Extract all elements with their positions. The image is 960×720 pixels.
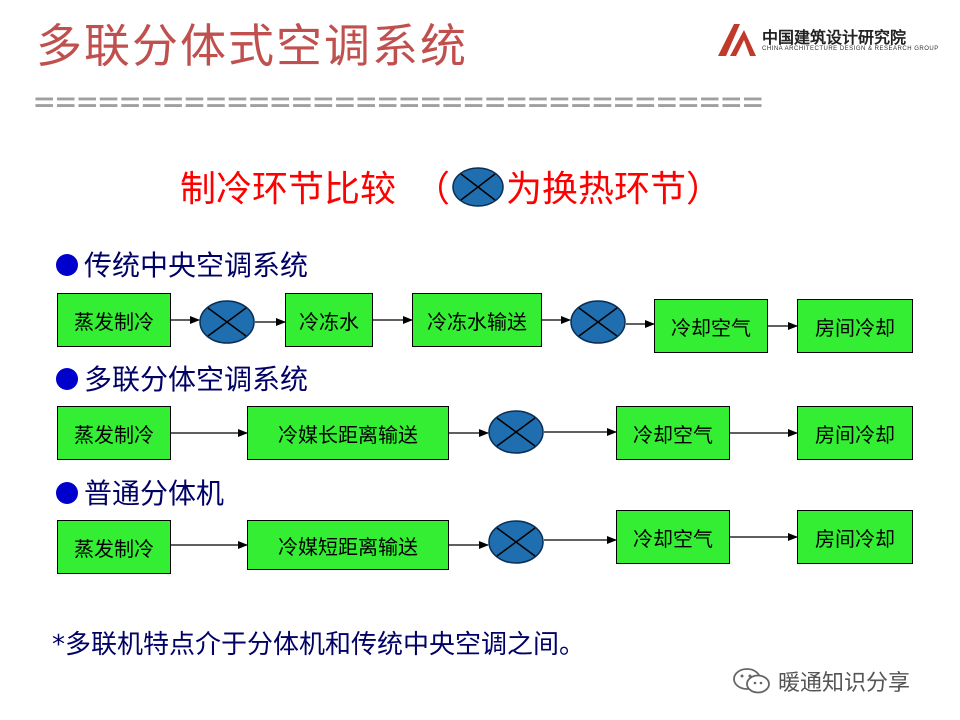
bullet-icon bbox=[56, 482, 78, 504]
section-label-text: 普通分体机 bbox=[84, 477, 225, 510]
flow-box-refrigerant-long-transport: 冷媒长距离输送 bbox=[247, 406, 449, 460]
title-divider: ================================== bbox=[34, 82, 764, 122]
flow-box-refrigerant-short-transport: 冷媒短距离输送 bbox=[247, 520, 449, 570]
section-label-split: 普通分体机 bbox=[56, 472, 224, 512]
flow-box-cool-air: 冷却空气 bbox=[654, 299, 768, 353]
flow-box-room-cooling: 房间冷却 bbox=[797, 299, 913, 353]
flow-box-chilled-water-transport: 冷冻水输送 bbox=[412, 293, 542, 347]
section-label-vrf: 多联分体空调系统 bbox=[56, 358, 308, 398]
heat-exchanger-icon bbox=[199, 300, 255, 344]
logo-text-cn: 中国建筑设计研究院 bbox=[762, 28, 907, 47]
wechat-icon bbox=[733, 668, 770, 694]
page-title: 多联分体式空调系统 bbox=[36, 19, 468, 73]
flow-box-chilled-water: 冷冻水 bbox=[285, 293, 373, 347]
section-label-text: 传统中央空调系统 bbox=[84, 249, 309, 282]
heat-exchanger-icon bbox=[570, 300, 626, 344]
logo-mark-icon bbox=[718, 24, 756, 56]
logo-text-en: CHINA ARCHITECTURE DESIGN & RESEARCH GRO… bbox=[762, 46, 939, 52]
subtitle-left-text: 制冷环节比较 （ bbox=[180, 169, 451, 210]
company-logo: 中国建筑设计研究院 CHINA ARCHITECTURE DESIGN & RE… bbox=[716, 22, 946, 60]
flow-box-evaporation: 蒸发制冷 bbox=[57, 406, 171, 460]
flow-box-cool-air: 冷却空气 bbox=[616, 406, 730, 460]
bullet-icon bbox=[56, 368, 78, 390]
watermark-text: 暖通知识分享 bbox=[778, 671, 911, 696]
flow-box-room-cooling: 房间冷却 bbox=[797, 406, 913, 460]
bullet-icon bbox=[56, 254, 78, 276]
subtitle-right-text: 为换热环节） bbox=[506, 169, 723, 210]
heat-exchanger-icon bbox=[488, 410, 544, 454]
heat-exchanger-icon bbox=[488, 520, 544, 564]
section-label-central: 传统中央空调系统 bbox=[56, 244, 308, 284]
watermark: 暖通知识分享 bbox=[732, 664, 910, 698]
flow-box-cool-air: 冷却空气 bbox=[616, 510, 730, 564]
flow-box-evaporation: 蒸发制冷 bbox=[57, 520, 171, 574]
heat-exchanger-icon bbox=[452, 167, 504, 207]
section-label-text: 多联分体空调系统 bbox=[84, 363, 309, 396]
flow-box-room-cooling: 房间冷却 bbox=[797, 510, 913, 564]
comparison-subtitle: 制冷环节比较 （ 为换热环节） bbox=[180, 160, 722, 212]
flow-box-evaporation: 蒸发制冷 bbox=[57, 293, 171, 347]
footnote: *多联机特点介于分体机和传统中央空调之间。 bbox=[52, 630, 586, 660]
